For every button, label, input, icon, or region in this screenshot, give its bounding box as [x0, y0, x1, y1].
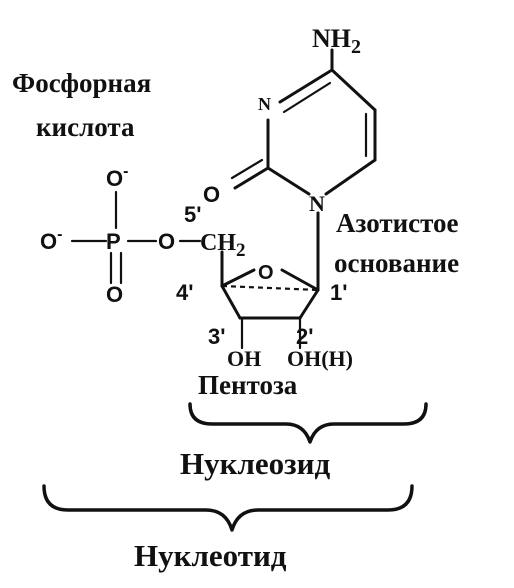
oh-2-label: OH(H)	[287, 346, 353, 371]
carbon-5-number: 5'	[184, 202, 201, 227]
phosphate-o-left: O-	[40, 226, 62, 254]
ring-back-line	[221, 284, 319, 292]
carbon-3-number: 3'	[208, 324, 225, 349]
bond-o-c1	[280, 268, 320, 292]
bond-n3-c4-double	[282, 81, 332, 114]
pyrimidine-ring	[230, 48, 377, 292]
phosphoric-acid-label-1: Фосфорная	[12, 68, 151, 98]
carbon-2-number: 2'	[296, 324, 313, 349]
phosphorus-atom: P	[106, 229, 121, 254]
nucleoside-label: Нуклеозид	[180, 446, 330, 481]
nitrogenous-base-label-2: основание	[334, 248, 459, 278]
carbon-1-number: 1'	[330, 280, 347, 305]
ribose-ring	[220, 250, 320, 350]
bridge-oxygen: O	[158, 229, 175, 254]
nh2-label: NH2	[312, 24, 361, 58]
carbon-4-number: 4'	[176, 280, 193, 305]
ring-n-bottom: N	[309, 191, 325, 216]
bond-n1-c2	[266, 166, 311, 196]
nucleotide-brace	[42, 484, 414, 532]
bond-c2-o	[233, 166, 270, 190]
nitrogenous-base-label-1: Азотистое	[336, 208, 459, 238]
ring-oxygen: O	[258, 262, 274, 284]
pentose-label: Пентоза	[198, 370, 298, 400]
oh-3-label: OH	[227, 346, 261, 371]
nucleotide-label: Нуклеотид	[134, 538, 287, 573]
ring-n-top: N	[258, 94, 271, 114]
bond-c2-o-double	[230, 158, 264, 180]
phosphate-bonds	[70, 190, 202, 285]
bond-c4-c5	[330, 68, 377, 112]
phosphate-o-top: O-	[106, 163, 128, 191]
ch2-group: CH2	[200, 230, 246, 261]
bond-c3-c4	[220, 284, 242, 320]
bond-c6-n1	[324, 158, 377, 196]
nucleoside-brace	[188, 402, 428, 444]
bond-c1-c2	[298, 288, 320, 320]
bond-n3-c4	[278, 68, 334, 104]
carbonyl-oxygen: O	[203, 182, 220, 207]
phosphate-o-bottom: O	[106, 282, 123, 307]
bond-c4-o	[220, 268, 256, 288]
phosphoric-acid-label-2: кислота	[36, 112, 135, 142]
